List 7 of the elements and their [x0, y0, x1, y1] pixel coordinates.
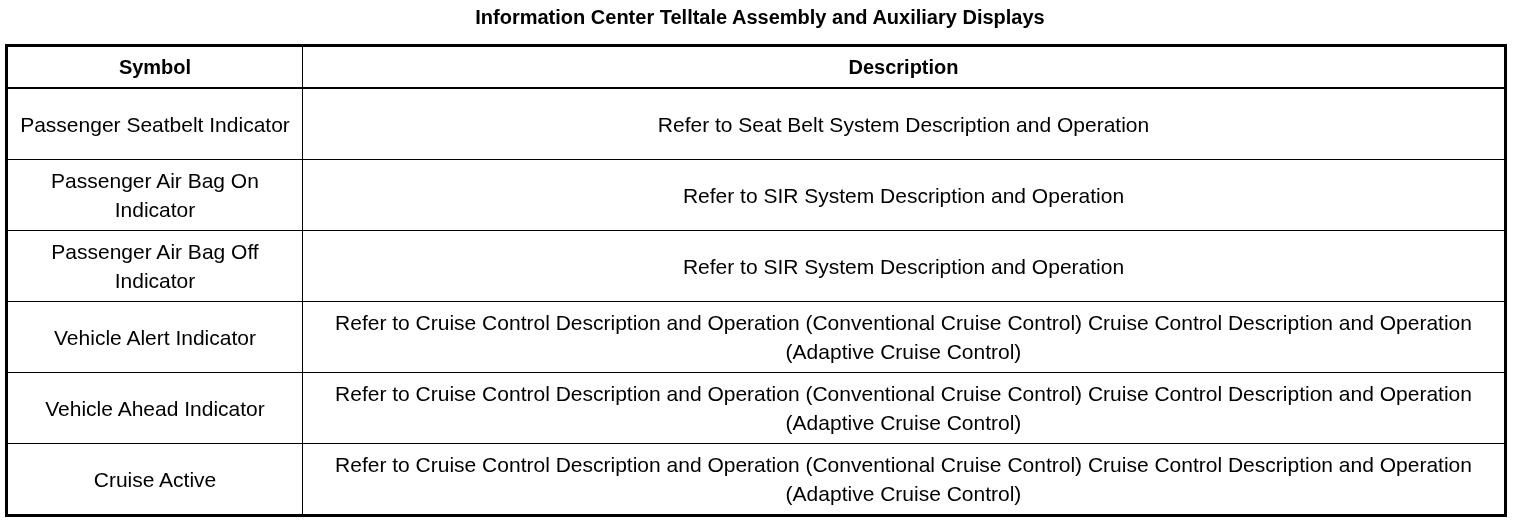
table-cell: Passenger Seatbelt Indicator: [6, 88, 303, 160]
table-cell: Vehicle Alert Indicator: [6, 301, 303, 373]
table-title: Information Center Telltale Assembly and Auxiliary Displays: [474, 5, 1046, 30]
table-cell: Passenger Air Bag Off Indicator: [6, 230, 303, 302]
table-cell: Passenger Air Bag On Indicator: [6, 159, 303, 231]
column-header: Symbol: [6, 45, 303, 88]
table-cell: Vehicle Ahead Indicator: [6, 372, 303, 444]
